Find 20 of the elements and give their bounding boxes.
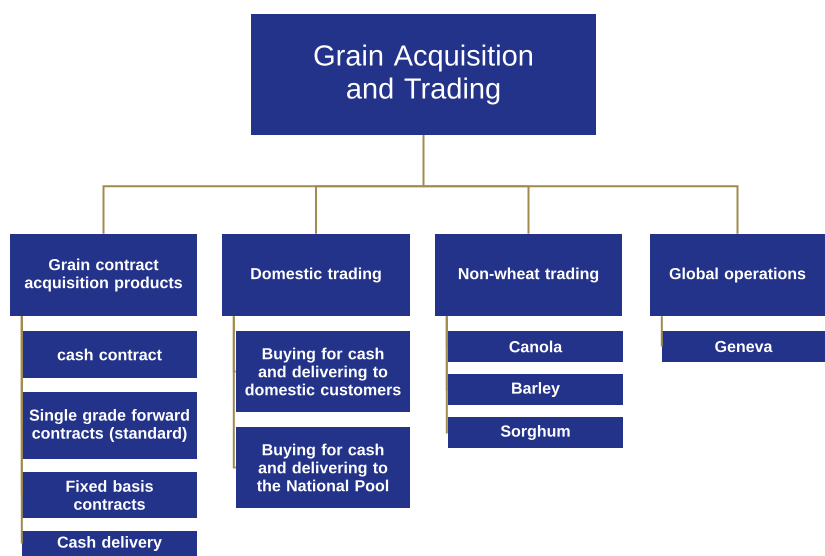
item-box: Fixed basis contracts (22, 472, 197, 518)
item-box: Barley (448, 374, 623, 405)
item-box: cash contract (22, 331, 197, 378)
item-box: Geneva (662, 331, 825, 362)
item-box: Buying for cash and delivering to the National Pool (236, 427, 410, 508)
item-box: Cash delivery (22, 531, 197, 556)
item-box: Single grade forward contracts (standard) (22, 392, 197, 459)
category-box: Domestic trading (222, 234, 410, 316)
connector-line (660, 316, 663, 346)
connector-line (20, 316, 23, 544)
connector-line (422, 135, 738, 234)
title-box: Grain Acquisition and Trading (251, 14, 596, 135)
connector-line (446, 316, 448, 434)
item-box: Buying for cash and delivering to domestic customers (236, 331, 410, 412)
category-box: Non-wheat trading (435, 234, 622, 316)
category-box: Grain contract acquisition products (10, 234, 197, 316)
category-box: Global operations (650, 234, 825, 316)
item-box: Canola (448, 331, 623, 362)
item-box: Sorghum (448, 417, 623, 448)
connector-line (232, 316, 236, 468)
